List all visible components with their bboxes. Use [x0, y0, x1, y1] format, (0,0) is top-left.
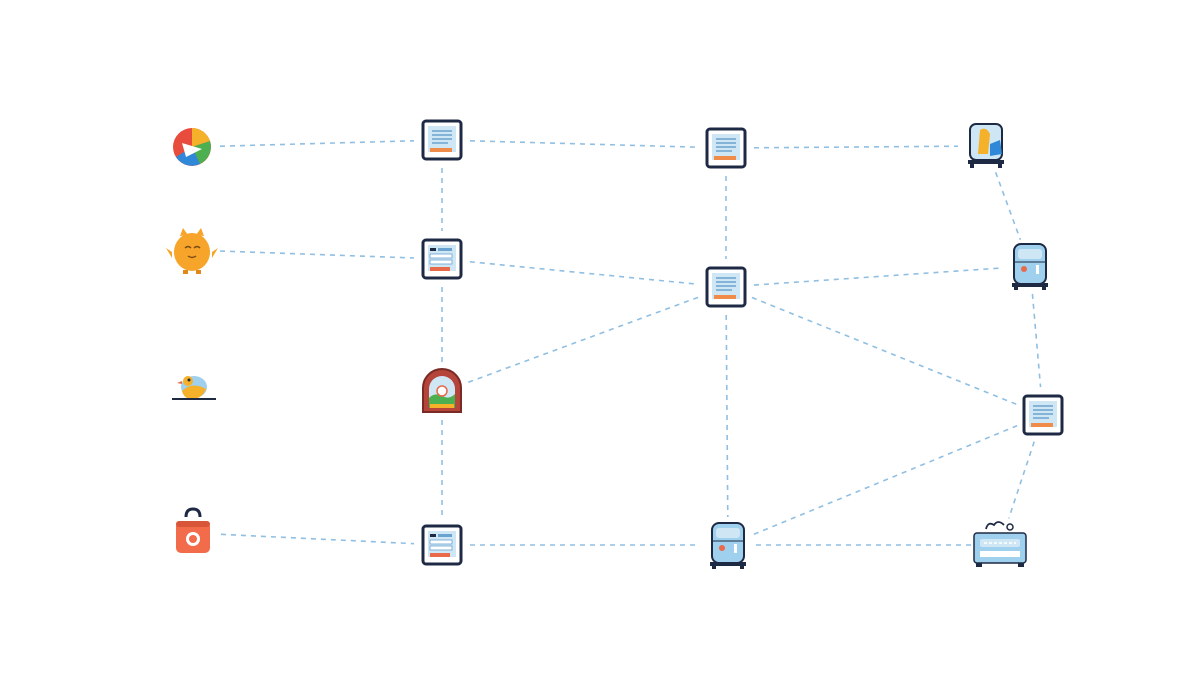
- form-window-icon: [421, 524, 463, 566]
- edges-layer: [219, 139, 1042, 546]
- edge-b3-c2: [467, 295, 701, 384]
- edge-c3-d3: [753, 424, 1018, 536]
- edge-c2-d2: [753, 267, 1003, 286]
- blue-machine-icon: [973, 521, 1027, 567]
- orange-creature-icon: [166, 228, 218, 274]
- arched-window-icon: [422, 368, 462, 413]
- nodes-layer: [166, 119, 1064, 570]
- edge-a2-b2: [219, 250, 415, 259]
- edge-d3-d4: [1008, 441, 1035, 519]
- blue-cabinet-icon: [1011, 243, 1049, 291]
- small-bird-icon: [172, 376, 216, 400]
- document-window-icon: [705, 127, 747, 169]
- document-window-icon: [1022, 394, 1064, 436]
- document-window-icon: [421, 119, 463, 161]
- edge-d1-d2: [994, 172, 1022, 240]
- edge-c1-d1: [753, 145, 959, 149]
- edge-b2-c2: [469, 260, 699, 286]
- edge-a4-b4: [220, 533, 415, 545]
- blue-cart-icon: [968, 123, 1004, 168]
- document-window-icon: [705, 266, 747, 308]
- edge-c2-c3: [725, 314, 729, 518]
- orange-bag-icon: [176, 507, 210, 553]
- colorful-circle-logo-icon: [173, 128, 211, 166]
- form-window-icon: [421, 238, 463, 280]
- blue-cabinet-icon: [709, 522, 747, 570]
- edge-b1-c1: [469, 139, 699, 149]
- edge-d2-d3: [1031, 293, 1042, 388]
- edge-a1-b1: [219, 139, 415, 148]
- edge-c2-d3: [751, 296, 1018, 406]
